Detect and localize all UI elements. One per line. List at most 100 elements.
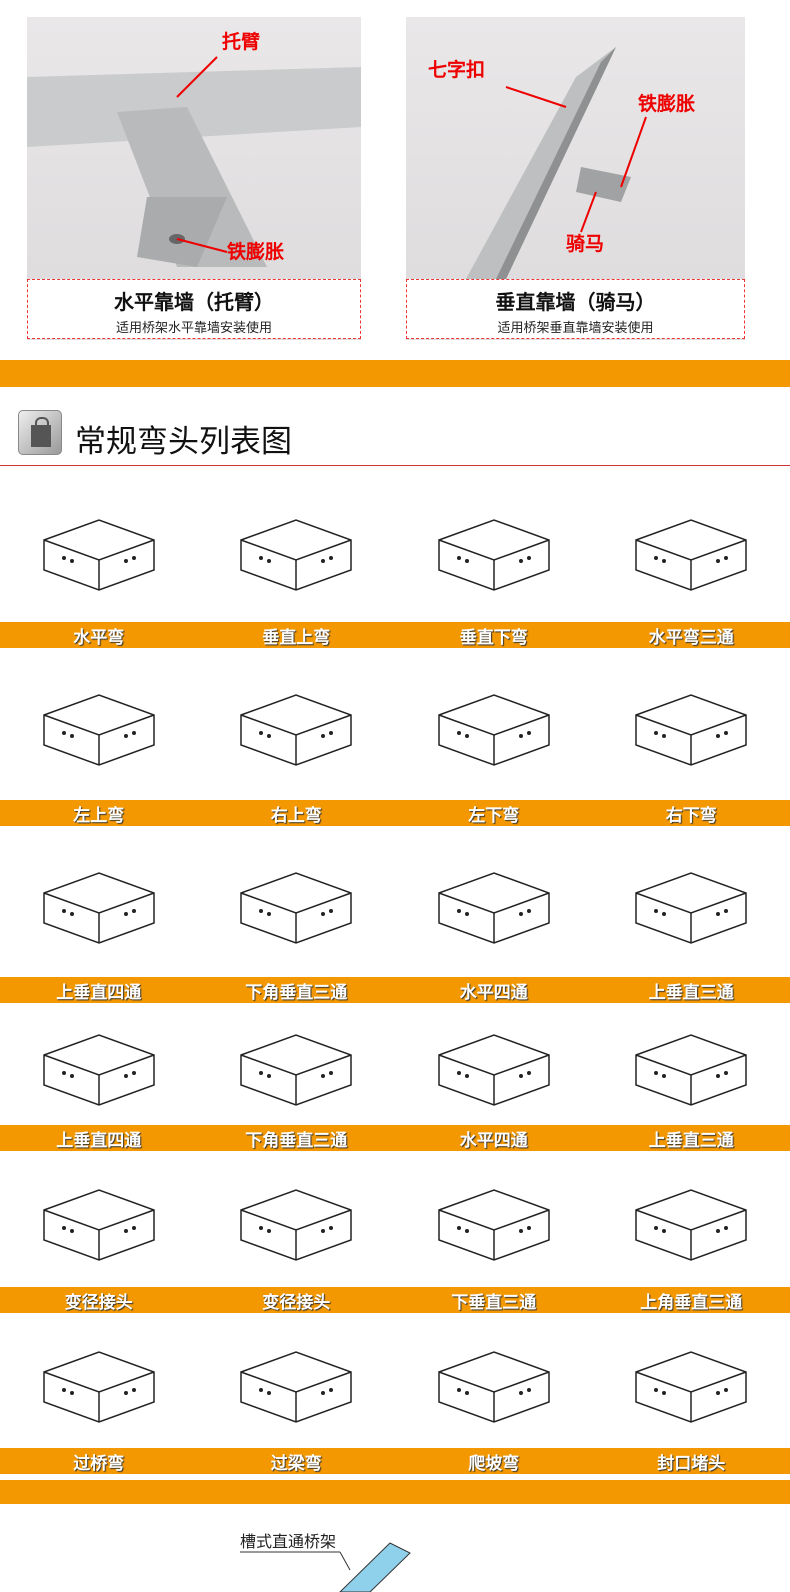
fitting-drawing (198, 650, 396, 800)
fitting-drawing (593, 478, 790, 622)
orange-label-band (0, 622, 790, 648)
orange-divider (0, 1480, 790, 1504)
fitting-label: 上垂直四通 (56, 982, 142, 1003)
fitting-drawing (0, 1153, 198, 1287)
bottom-label: 槽式直通桥架 (240, 1532, 337, 1551)
fitting-drawing (593, 1315, 790, 1448)
cable-tray-fitting-drawing (43, 871, 155, 944)
cable-tray-fitting-drawing (635, 1034, 747, 1106)
fitting-drawing (198, 828, 396, 977)
fitting-label: 下角垂直三通 (245, 1130, 348, 1151)
fitting-image-row (0, 828, 790, 977)
cable-tray-fitting-drawing (43, 1034, 155, 1106)
fitting-drawing (395, 478, 593, 622)
fitting-drawing (198, 1153, 396, 1287)
fitting-drawing (395, 1315, 593, 1448)
fitting-label: 左下弯 (468, 805, 520, 826)
cable-tray-fitting-drawing (438, 1189, 550, 1261)
fitting-drawing (593, 650, 790, 800)
fitting-drawing (0, 650, 198, 800)
fitting-label: 封口堵头 (657, 1453, 726, 1474)
cable-tray-fitting-drawing (635, 1189, 747, 1261)
fitting-image-row (0, 1005, 790, 1125)
cable-tray-fitting-drawing (43, 694, 155, 766)
fitting-image-row (0, 1315, 790, 1448)
fitting-drawing (593, 828, 790, 977)
fitting-label: 上垂直三通 (648, 1130, 734, 1151)
fitting-label: 水平弯 (73, 627, 125, 648)
fitting-drawing (593, 1153, 790, 1287)
cable-tray-fitting-drawing (635, 519, 747, 591)
caption-subtitle: 适用桥架垂直靠墙安装使用 (497, 321, 654, 336)
fitting-label: 上垂直三通 (648, 982, 734, 1003)
bracket-illustration (466, 47, 647, 279)
cable-tray-fitting-drawing (240, 871, 352, 944)
cable-tray-fitting-drawing (240, 1350, 352, 1423)
cable-tray-fitting-drawing (43, 1350, 155, 1423)
cable-tray-fitting-drawing (438, 1034, 550, 1106)
cable-tray-fitting-drawing (635, 1350, 747, 1423)
fitting-drawing (0, 478, 198, 622)
fitting-drawing (593, 1005, 790, 1125)
cable-tray-fitting-drawing (438, 1350, 550, 1423)
fitting-label: 右上弯 (270, 805, 322, 826)
caption-subtitle: 适用桥架水平靠墙安装使用 (115, 321, 272, 336)
photo-vertical-wall-mount: 七字扣 铁膨胀 骑马 垂直靠墙（骑马） 适用桥架垂直靠墙安装使用 (406, 17, 745, 340)
fitting-label-row: 水平弯 垂直上弯 垂直下弯 水平弯三通 (0, 622, 790, 648)
cable-tray-fitting-drawing (43, 1189, 155, 1261)
callout-label: 托臂 (222, 31, 261, 53)
orange-label-band (0, 977, 790, 1003)
cable-tray-fitting-drawing (438, 871, 550, 944)
fitting-image-row (0, 1153, 790, 1287)
fitting-label: 过梁弯 (270, 1453, 322, 1474)
fitting-label-row: 上垂直四通下角垂直三通水平四通上垂直三通 (0, 1125, 790, 1151)
fitting-label: 水平弯三通 (648, 627, 734, 648)
fitting-label: 变径接头 (64, 1292, 133, 1313)
section-divider (0, 465, 790, 466)
fitting-image-row (0, 478, 790, 622)
fitting-drawing (198, 478, 396, 622)
fitting-drawing (0, 1315, 198, 1448)
fitting-label-row: 上垂直四通下角垂直三通水平四通上垂直三通 (0, 977, 790, 1003)
fitting-label-row: 变径接头变径接头下垂直三通上角垂直三通 (0, 1287, 790, 1313)
orange-label-band (0, 1448, 790, 1474)
fitting-label: 下垂直三通 (451, 1292, 537, 1313)
callout-label: 铁膨胀 (227, 241, 285, 263)
photo-caption: 垂直靠墙（骑马） 适用桥架垂直靠墙安装使用 (406, 279, 745, 339)
fitting-image-row (0, 650, 790, 800)
orange-label-band (0, 1287, 790, 1313)
cable-tray-fitting-drawing (240, 1189, 352, 1261)
fitting-label-row: 左上弯 右上弯 左下弯 右下弯 (0, 800, 790, 826)
orange-label-band (0, 1125, 790, 1151)
fitting-drawing (198, 1315, 396, 1448)
cable-tray-fitting-drawing (438, 694, 550, 766)
shopping-bag-icon (18, 410, 62, 455)
callout-label: 骑马 (566, 233, 605, 255)
fitting-drawing (395, 650, 593, 800)
fitting-label: 水平四通 (459, 1130, 528, 1151)
fitting-drawing (0, 1005, 198, 1125)
cable-tray-fitting-drawing (43, 519, 155, 591)
callout-label: 七字扣 (428, 59, 486, 81)
fitting-label: 垂直下弯 (459, 627, 528, 648)
bracket-illustration (27, 56, 361, 267)
fitting-label: 左上弯 (73, 805, 125, 826)
fitting-drawing (395, 1005, 593, 1125)
straight-tray-illustration (240, 1542, 411, 1592)
fitting-drawing (395, 1153, 593, 1287)
fitting-label: 过桥弯 (73, 1453, 125, 1474)
fitting-label: 右下弯 (665, 805, 717, 826)
fitting-drawing (198, 1005, 396, 1125)
orange-label-band (0, 800, 790, 826)
cable-tray-fitting-drawing (635, 694, 747, 766)
caption-title: 水平靠墙（托臂） (114, 290, 274, 314)
orange-divider (0, 360, 790, 387)
fitting-label: 垂直上弯 (262, 627, 331, 648)
fitting-drawing (0, 828, 198, 977)
photo-horizontal-wall-mount: 托臂 铁膨胀 水平靠墙（托臂） 适用桥架水平靠墙安装使用 (27, 17, 361, 340)
cable-tray-fitting-drawing (635, 871, 747, 944)
fitting-label: 水平四通 (459, 982, 528, 1003)
caption-title: 垂直靠墙（骑马） (495, 290, 656, 314)
fitting-label-row: 过桥弯 过梁弯 爬坡弯 封口堵头 (0, 1448, 790, 1474)
fitting-label: 爬坡弯 (468, 1453, 520, 1474)
